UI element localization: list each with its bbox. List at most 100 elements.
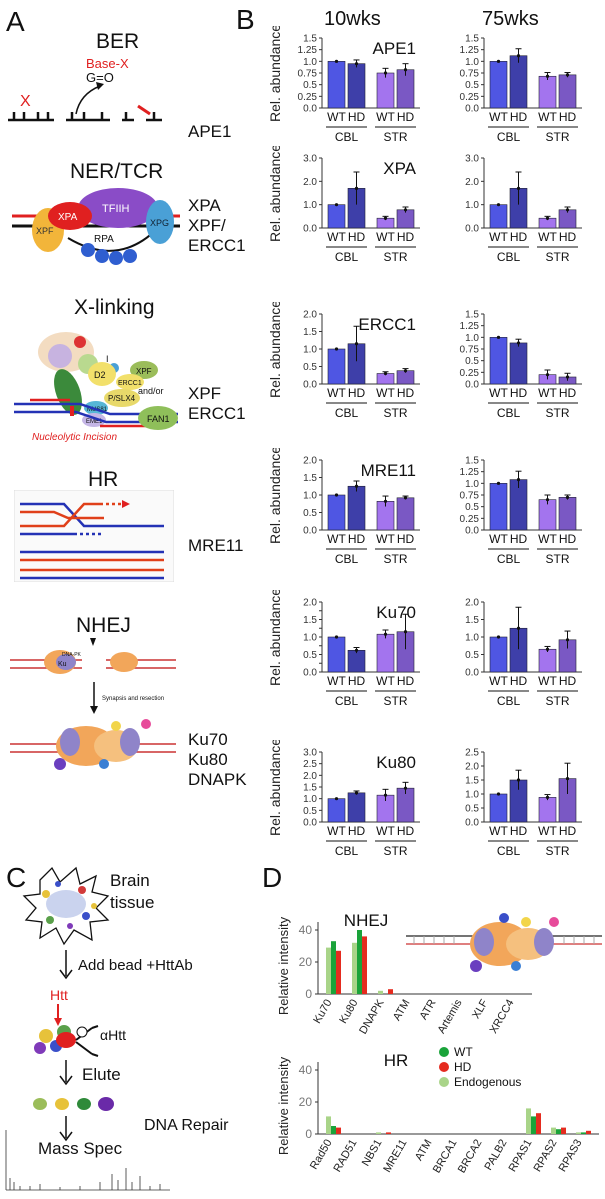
y-tick-label: 1.0	[465, 633, 479, 644]
y-tick-label: 1.0	[303, 633, 317, 644]
x-tick-label: RAD51	[331, 1138, 359, 1175]
ber-arrow	[75, 85, 101, 115]
legend-marker-wt	[439, 1047, 449, 1057]
y-tick-label: 0.5	[465, 502, 479, 513]
data-point	[334, 203, 339, 207]
pathway-title-nhej: NHEJ	[76, 614, 131, 637]
bar-wt-rpas2	[556, 1129, 561, 1134]
y-tick-label: 1.0	[465, 479, 479, 490]
brain-label: Brain	[110, 871, 150, 890]
y-tick-label: 1.5	[303, 34, 317, 45]
group-label-str: STR	[384, 130, 408, 144]
data-point	[354, 342, 359, 346]
data-point	[403, 208, 408, 212]
x-tick-label: HD	[397, 110, 415, 124]
nucleolytic-incision-label: Nucleolytic Incision	[32, 432, 117, 442]
ip-complex	[34, 1025, 99, 1057]
data-point	[496, 635, 501, 639]
ercc1-x-shape	[116, 374, 144, 390]
bar-endogenous-rpas1	[526, 1108, 531, 1134]
synapsis-label: Synapsis and resection	[102, 696, 164, 702]
y-tick-label: 1.5	[465, 310, 479, 321]
y-tick-label: 1.0	[465, 200, 479, 211]
x-tick-label: XLF	[470, 997, 491, 1021]
htt-label: Htt	[50, 987, 68, 1003]
y-tick-label: 3.0	[303, 748, 317, 759]
bar-hd-rpas3	[586, 1130, 591, 1134]
group-label-str: STR	[384, 250, 408, 264]
bar-endogenous-rpas2	[551, 1127, 556, 1134]
ber-dna-strands	[8, 112, 162, 122]
hr-diagram	[14, 490, 174, 582]
x-tick-label: WT	[538, 824, 557, 838]
y-tick-label: 0.5	[303, 508, 317, 519]
x-tick-label: WT	[538, 386, 557, 400]
bar-cbl-wt	[327, 636, 346, 673]
data-point	[383, 371, 388, 376]
y-tick-label: 1.25	[460, 467, 480, 478]
y-tick-label: 1.5	[303, 615, 317, 626]
gene-label-xpf: XPF/	[188, 216, 226, 235]
y-tick-label: 2.5	[465, 748, 479, 759]
group-label-cbl: CBL	[497, 406, 521, 420]
y-tick-label: 0.75	[298, 69, 318, 80]
x-tick-label: HD	[397, 674, 415, 688]
chart-title: HR	[384, 1051, 409, 1070]
group-label-cbl: CBL	[497, 552, 521, 566]
chart-title: MRE11	[361, 461, 416, 480]
x-tick-label: WT	[489, 824, 508, 838]
y-axis-label: Relative intensity	[276, 916, 291, 1015]
y-tick-label: 20	[299, 955, 313, 969]
x-tick-label: WT	[376, 824, 395, 838]
bar-hd-rad50	[336, 1127, 341, 1134]
x-tick-label: HD	[510, 532, 528, 546]
column-title-75wks: 75wks	[482, 8, 539, 30]
bar-str-wt	[538, 75, 557, 109]
y-tick-label: 1.25	[460, 321, 480, 332]
chart-title: Ku70	[376, 603, 416, 622]
data-point	[516, 186, 521, 190]
chart-title: XPA	[383, 159, 416, 178]
d2-label: D2	[94, 370, 106, 380]
data-point	[545, 498, 550, 502]
y-axis-label: Rel. abundance	[267, 302, 283, 398]
x-tick-label: WT	[489, 674, 508, 688]
gene-label-mre11: MRE11	[188, 536, 244, 555]
x-tick-label: WT	[489, 386, 508, 400]
x-tick-label: WT	[538, 532, 557, 546]
bar-endogenous-ku80	[352, 942, 357, 994]
x-tick-label: Artemis	[436, 997, 465, 1036]
y-tick-label: 1.25	[460, 45, 480, 56]
x-tick-label: Ku70	[311, 998, 334, 1026]
xpg-shape	[146, 200, 174, 244]
group-label-str: STR	[384, 844, 408, 858]
x-tick-label: WT	[538, 230, 557, 244]
data-point	[354, 791, 359, 795]
d2-shape	[88, 362, 116, 386]
bar-str-wt	[538, 648, 557, 673]
data-point	[403, 68, 408, 72]
y-tick-label: 0.5	[303, 806, 317, 817]
y-tick-label: 0.5	[465, 80, 479, 91]
data-point	[334, 59, 339, 63]
mass-spectrum-plot	[5, 1130, 170, 1191]
bar-endogenous-ku70	[326, 947, 331, 994]
nhej-diagram: Ku DNA-PK Synapsis and resection	[10, 638, 176, 770]
y-tick-label: 2.0	[465, 177, 479, 188]
xpa-shape	[48, 202, 92, 230]
y-axis-label: Rel. abundance	[267, 146, 283, 242]
rpa-label: RPA	[94, 234, 114, 245]
x-tick-label: HD	[559, 110, 577, 124]
bar-hd-rpas1	[536, 1113, 541, 1134]
group-label-str: STR	[546, 694, 570, 708]
group-label-cbl: CBL	[335, 844, 359, 858]
panel-a-label: A	[6, 6, 25, 37]
ber-go-label: G=O	[86, 70, 114, 85]
x-tick-label: RPAS3	[557, 1138, 585, 1175]
x-tick-label: HD	[348, 110, 366, 124]
slx4-shape	[104, 389, 140, 407]
